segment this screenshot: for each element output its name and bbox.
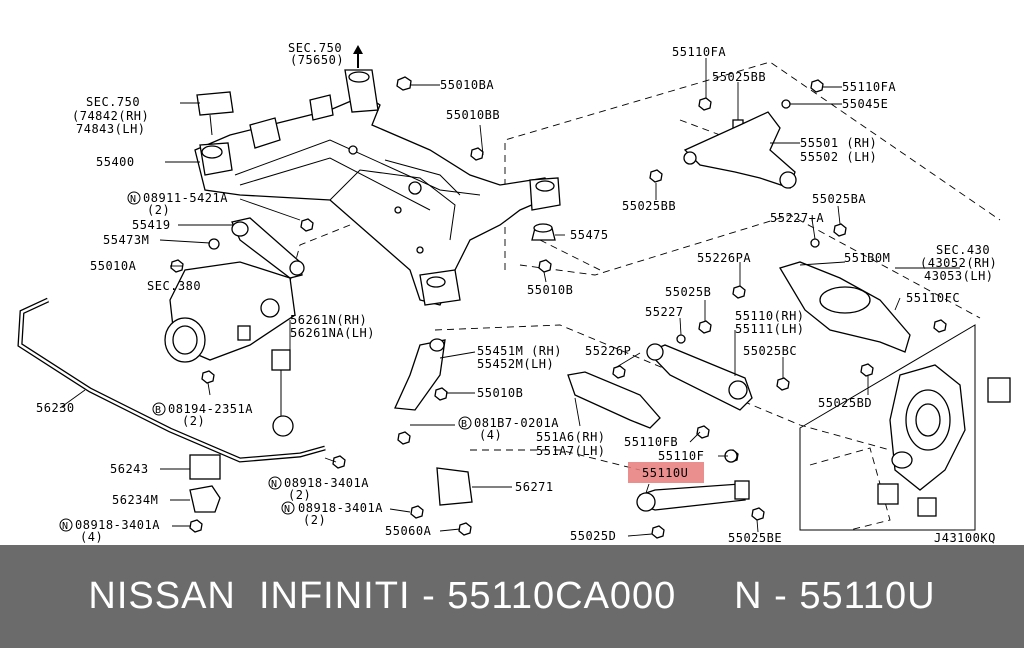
connecting-rod	[271, 349, 291, 371]
label-55010B: 55010B	[477, 386, 523, 400]
footer-banner: NISSAN INFINITI - 55110CA000 N - 55110U	[0, 545, 1024, 648]
label-55110FA: 55110FA	[672, 45, 726, 59]
highlight-box	[628, 462, 704, 483]
stabilizer-clamp	[189, 485, 221, 513]
label-08911-qty: (2)	[147, 203, 170, 217]
label-55025B: 55025B	[665, 285, 711, 299]
label-55010BA: 55010BA	[440, 78, 494, 92]
label-43052: (43052(RH)	[920, 256, 997, 270]
leader-lines	[59, 58, 960, 537]
label-56261NA: 56261NA(LH)	[290, 326, 375, 340]
label-sec750-top: SEC.750	[288, 41, 342, 55]
label-55110RH: 55110(RH)	[735, 309, 805, 323]
label-08918-3401A: 08918-3401A	[284, 476, 369, 490]
label-55110FA: 55110FA	[842, 80, 896, 94]
radius-rod	[394, 339, 446, 411]
label-56234M: 56234M	[112, 493, 158, 507]
label-55227: 55227	[645, 305, 684, 319]
label-55025D: 55025D	[570, 529, 616, 543]
label-08918-3401A: 08918-3401A	[298, 501, 383, 515]
label-sec430: SEC.430	[936, 243, 990, 257]
label-55025BD: 55025BD	[818, 396, 872, 410]
stabilizer-bush	[189, 454, 221, 480]
label-74842: (74842(RH)	[72, 109, 149, 123]
link-55419	[231, 217, 303, 279]
label-08918-qty: (4)	[80, 530, 103, 544]
label-55010A: 55010A	[90, 259, 137, 273]
diagram-code: J43100KQ	[934, 531, 996, 545]
lower-link-55110	[646, 344, 753, 411]
circle-markers: N B B N N N	[59, 191, 472, 532]
label-55226PA: 55226PA	[697, 251, 751, 265]
label-551A6: 551A6(RH)	[536, 430, 606, 444]
label-55501: 55501 (RH)	[800, 136, 877, 150]
label-08194-2351A: 08194-2351A	[168, 402, 253, 416]
label-55010BB: 55010BB	[446, 108, 500, 122]
label-55226P: 55226P	[585, 344, 631, 358]
label-55473M: 55473M	[103, 233, 149, 247]
label-55110FB: 55110FB	[624, 435, 678, 449]
circle-n-marker: N	[62, 521, 69, 532]
lateral-link-55110U	[639, 483, 746, 511]
label-55475: 55475	[570, 228, 609, 242]
circle-n-marker: N	[271, 479, 278, 490]
label-55025BB: 55025BB	[622, 199, 676, 213]
label-08918-qty: (2)	[288, 488, 311, 502]
up-arrow-icon	[353, 45, 363, 68]
differential	[164, 261, 296, 363]
label-081B7-qty: (4)	[479, 428, 502, 442]
label-55111LH: 55111(LH)	[735, 322, 805, 336]
label-081B7-0201A: 081B7-0201A	[474, 416, 559, 430]
label-56261N: 56261N(RH)	[290, 313, 367, 327]
bracket-75400	[196, 91, 234, 116]
label-74843: 74843(LH)	[76, 122, 146, 136]
circle-n-marker: N	[284, 504, 291, 515]
label-55451M: 55451M (RH)	[477, 344, 562, 358]
label-08194-qty: (2)	[182, 414, 205, 428]
label-75650: (75650)	[290, 53, 344, 67]
label-55110F: 55110F	[658, 449, 704, 463]
label-55110U: 55110U	[642, 466, 688, 480]
label-08918-3401A: 08918-3401A	[75, 518, 160, 532]
label-55110FC: 55110FC	[906, 291, 960, 305]
label-55227A: 55227+A	[770, 211, 824, 225]
knuckle-frame	[799, 324, 976, 531]
label-56230: 56230	[36, 401, 75, 415]
label-55502: 55502 (LH)	[800, 150, 877, 164]
label-55400: 55400	[96, 155, 135, 169]
part-labels: SEC.750 (75650) 55010BA 55010BB 55110FA …	[36, 41, 997, 545]
label-55025BC: 55025BC	[743, 344, 797, 358]
label-55025BE: 55025BE	[728, 531, 782, 545]
parts-diagram: N B B N N N SEC.750 (75650) 55010BA 5501…	[17, 41, 1011, 545]
label-55452M: 55452M(LH)	[477, 357, 554, 371]
label-08911-5421A: 08911-5421A	[143, 191, 228, 205]
circle-b-marker: B	[155, 405, 162, 416]
circle-b-marker: B	[461, 419, 468, 430]
bracket-56271	[436, 467, 473, 506]
label-56271: 56271	[515, 480, 554, 494]
label-55045E: 55045E	[842, 97, 888, 111]
part-number-caption: NISSAN INFINITI - 55110CA000 N - 55110U	[88, 575, 936, 617]
label-08918-qty: (2)	[303, 513, 326, 527]
upper-link	[683, 111, 796, 189]
label-551B0M: 551B0M	[844, 251, 890, 265]
label-sec750-left: SEC.750	[86, 95, 140, 109]
circle-n-marker: N	[130, 194, 137, 205]
axle-knuckle	[877, 364, 1011, 517]
label-56243: 56243	[110, 462, 149, 476]
label-55010B: 55010B	[527, 283, 573, 297]
label-55060A: 55060A	[385, 524, 432, 538]
label-55419: 55419	[132, 218, 171, 232]
suspension-member	[194, 69, 561, 306]
stiffener-551A6	[567, 371, 661, 429]
label-sec380: SEC.380	[147, 279, 201, 293]
label-55025BA: 55025BA	[812, 192, 866, 206]
label-551A7: 551A7(LH)	[536, 444, 606, 458]
label-55025BB: 55025BB	[712, 70, 766, 84]
label-43053: 43053(LH)	[924, 269, 994, 283]
